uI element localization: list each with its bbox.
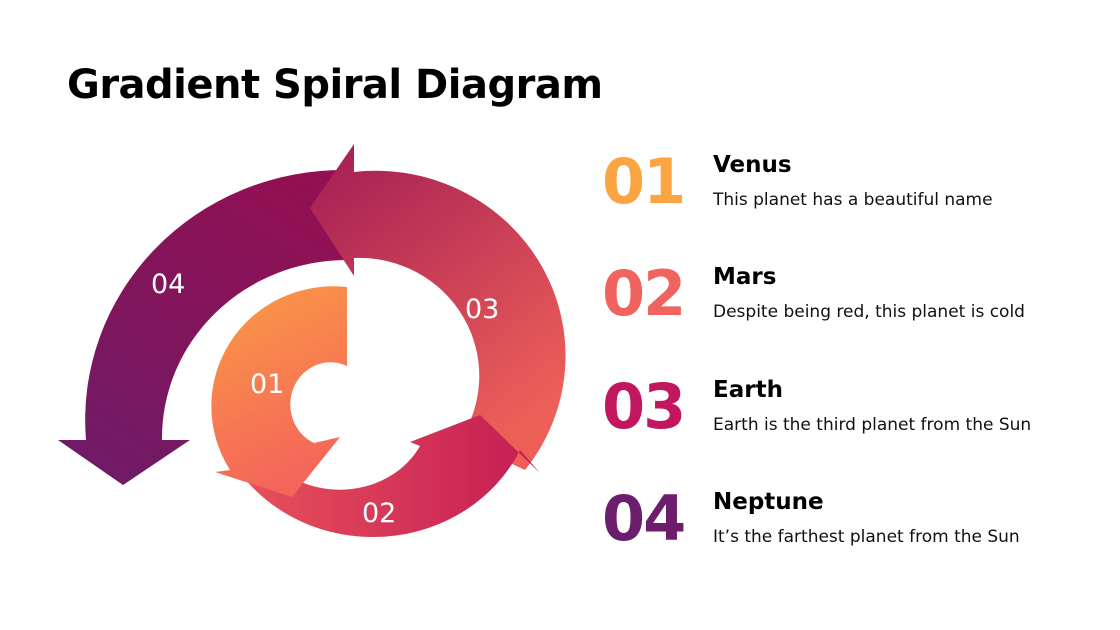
item-number: 03 bbox=[602, 370, 686, 443]
item-number: 04 bbox=[602, 482, 686, 555]
item-name: Mars bbox=[713, 264, 777, 290]
item-name: Neptune bbox=[713, 489, 824, 515]
item-number: 02 bbox=[602, 257, 686, 330]
item-description: This planet has a beautiful name bbox=[713, 190, 993, 210]
item-number: 01 bbox=[602, 145, 686, 218]
arrow-03: 03 bbox=[310, 144, 566, 470]
item-name: Earth bbox=[713, 377, 783, 403]
arrow-04: 04 bbox=[58, 169, 347, 485]
item-description: It’s the farthest planet from the Sun bbox=[713, 527, 1020, 547]
list-item-neptune: 04 Neptune It’s the farthest planet from… bbox=[602, 484, 1102, 564]
item-name: Venus bbox=[713, 152, 792, 178]
list-item-mars: 02 Mars Despite being red, this planet i… bbox=[602, 259, 1102, 339]
spiral-diagram: 04 03 02 01 bbox=[58, 144, 566, 538]
arrow-label-03: 03 bbox=[465, 294, 499, 325]
arrow-label-02: 02 bbox=[362, 498, 396, 529]
arrow-02: 02 bbox=[238, 415, 540, 538]
arrow-label-04: 04 bbox=[151, 269, 185, 300]
arrow-label-01: 01 bbox=[250, 369, 284, 400]
arrow-01: 01 bbox=[211, 286, 347, 497]
list-item-earth: 03 Earth Earth is the third planet from … bbox=[602, 372, 1102, 452]
item-description: Despite being red, this planet is cold bbox=[713, 302, 1025, 322]
list-item-venus: 01 Venus This planet has a beautiful nam… bbox=[602, 147, 1102, 227]
page-title: Gradient Spiral Diagram bbox=[67, 62, 603, 108]
item-description: Earth is the third planet from the Sun bbox=[713, 415, 1032, 435]
